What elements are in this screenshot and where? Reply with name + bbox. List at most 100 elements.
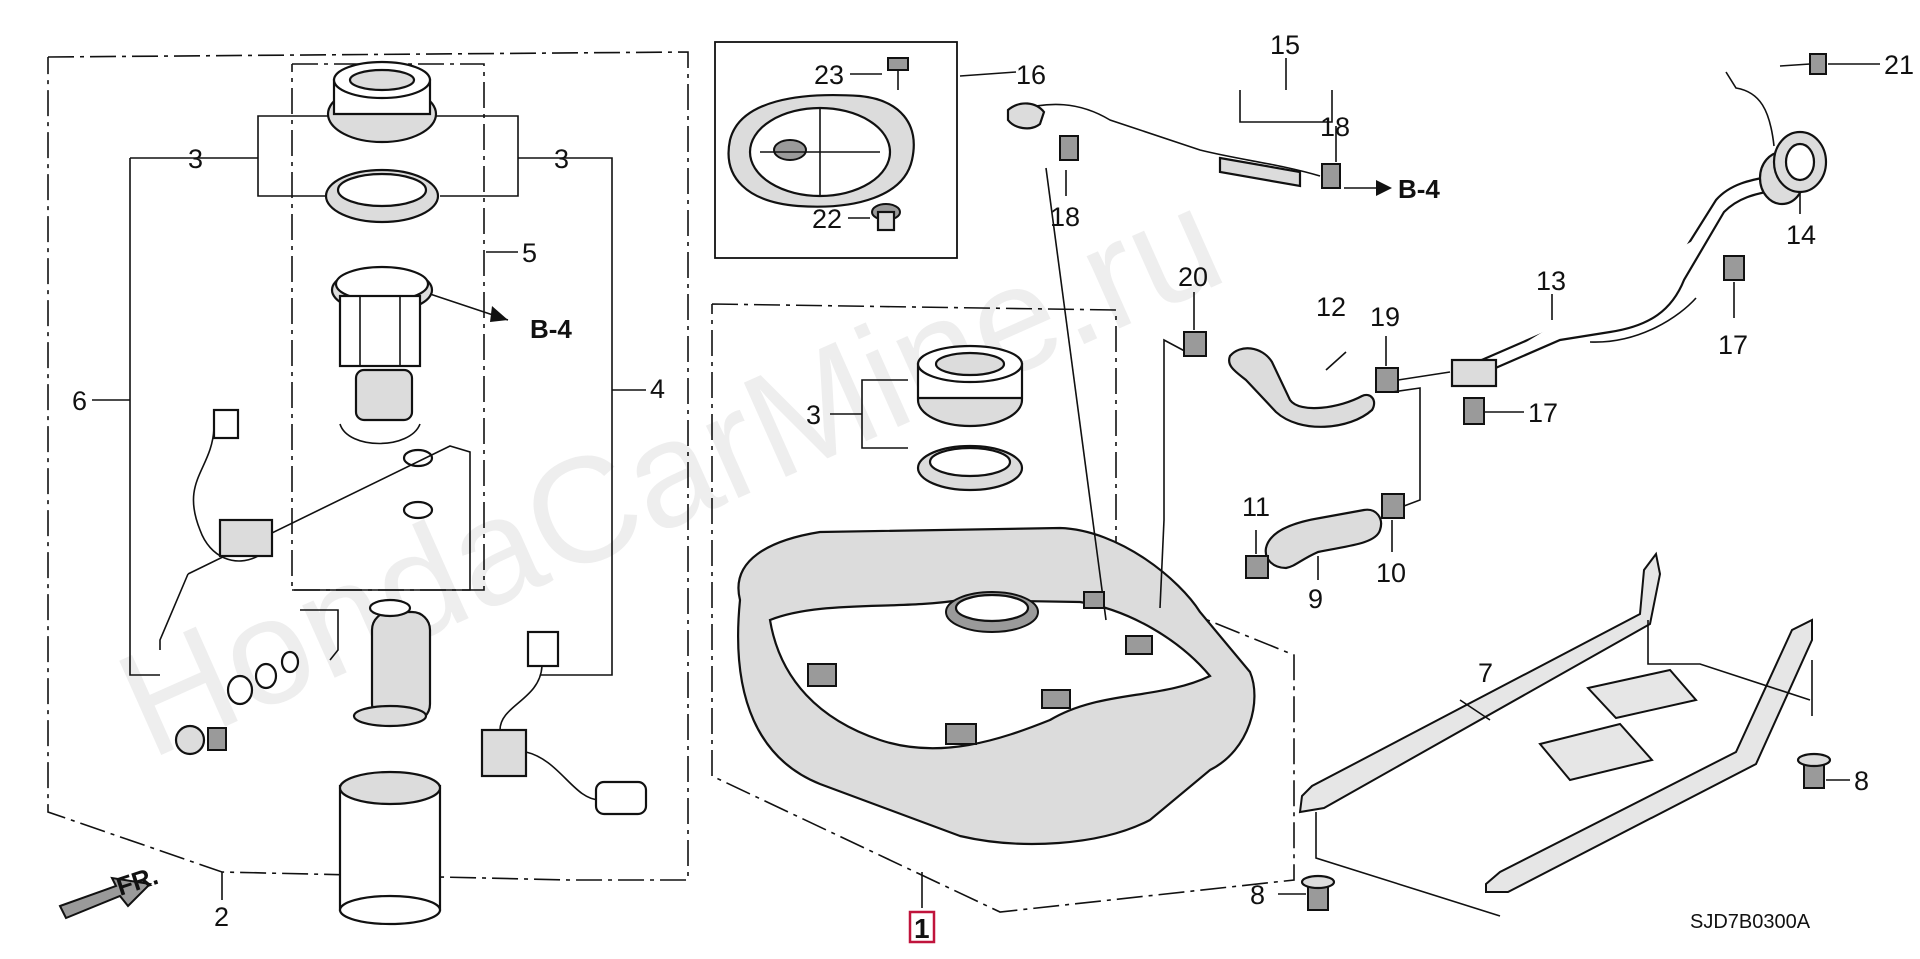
callout-14: 14 xyxy=(1786,220,1816,250)
bracket-15 xyxy=(1239,90,1333,123)
callout-17: 17 xyxy=(1718,330,1748,360)
callout-11: 11 xyxy=(1242,492,1270,522)
clip-17-upper xyxy=(1723,255,1745,281)
fuel-tank-group xyxy=(711,167,1295,913)
leader-lines xyxy=(92,63,1880,908)
pump-strainer-base xyxy=(352,704,428,728)
tank-strap-group xyxy=(1298,551,1832,917)
fuel-pump-group: FR. xyxy=(47,51,689,926)
tank-pump-opening-inner xyxy=(954,593,1030,623)
filler-hose-9 xyxy=(1264,508,1383,570)
tank-vent-b xyxy=(945,723,977,745)
pump-cage xyxy=(338,294,422,368)
main-part-label: 1 xyxy=(914,913,930,944)
callout-3: 3 xyxy=(188,144,203,174)
strap-crossbar-a xyxy=(1538,722,1654,782)
tank-vent-a xyxy=(807,663,837,687)
callout-8: 8 xyxy=(1854,766,1869,796)
filler-pipe-group xyxy=(1450,53,1828,425)
oring-b xyxy=(254,662,278,690)
clamp-20 xyxy=(1183,331,1207,357)
leader-12 xyxy=(1325,351,1347,371)
bracket-3-right xyxy=(430,115,519,197)
tank-strap-rear xyxy=(1485,618,1813,893)
callout-3: 3 xyxy=(806,400,821,430)
front-label: FR. xyxy=(113,860,162,901)
frame-6 xyxy=(129,158,160,676)
callout-3: 3 xyxy=(554,144,569,174)
main-part-label-box xyxy=(908,910,936,944)
leader-19-10 xyxy=(1391,387,1421,507)
clip-22-body xyxy=(876,210,896,232)
callout-8: 8 xyxy=(1250,880,1265,910)
vent-hose xyxy=(1009,103,1321,177)
frame-2 xyxy=(47,51,689,881)
oring-c xyxy=(280,650,300,674)
leader-tank-hose xyxy=(1045,167,1107,621)
arrow-b4-left xyxy=(490,306,508,322)
clamp-19 xyxy=(1375,367,1399,393)
clamp-11 xyxy=(1245,555,1269,579)
vent-hose-end xyxy=(1006,102,1046,130)
filler-hose-group xyxy=(1183,331,1451,579)
tank-lock-ring-inner xyxy=(934,351,1006,377)
leader-7 xyxy=(1459,699,1491,721)
hose-to-pipe xyxy=(1397,371,1451,381)
leader-16 xyxy=(959,71,1017,77)
callout-4: 4 xyxy=(650,374,665,404)
filter-clip xyxy=(300,609,339,661)
tank-vent-d xyxy=(1125,635,1153,655)
diagram-code: SJD7B0300A xyxy=(1690,911,1811,933)
callout-21: 21 xyxy=(1884,50,1914,80)
pump-motor xyxy=(354,368,414,422)
filler-breather xyxy=(1589,297,1697,343)
bolt-8-right-flange xyxy=(1796,752,1832,768)
leader-tank-pipe xyxy=(1159,519,1165,609)
filter-canister-bottom xyxy=(338,894,442,926)
callout-10: 10 xyxy=(1376,558,1406,588)
filter-nut xyxy=(207,727,227,751)
callout-18: 18 xyxy=(1050,202,1080,232)
fuel-tank-top xyxy=(768,598,1212,750)
oring-a xyxy=(226,674,254,706)
washer-a xyxy=(402,448,434,468)
lock-ring-inner xyxy=(348,68,416,92)
filler-pipe-lower xyxy=(1453,188,1777,388)
callout-19: 19 xyxy=(1370,302,1400,332)
arrow-b4-right xyxy=(1376,180,1392,196)
harness-6-wire xyxy=(192,427,259,562)
vent-hose-group xyxy=(1006,58,1392,196)
bolt-21 xyxy=(1809,53,1827,75)
exploded-plane-edge xyxy=(159,573,189,650)
callout-16: 16 xyxy=(1016,60,1046,90)
callout-6: 6 xyxy=(72,386,87,416)
callout-2: 2 xyxy=(214,902,229,932)
frame-1 xyxy=(711,303,1295,913)
sender-connector xyxy=(526,630,560,668)
bolt-21-shank xyxy=(1779,63,1811,67)
bolt-8-left-flange xyxy=(1300,874,1336,890)
filter-plug xyxy=(174,724,206,756)
callout-5: 5 xyxy=(522,238,537,268)
seal-ring-inner xyxy=(336,172,428,208)
washer-b xyxy=(402,500,434,520)
cap-tether xyxy=(1725,71,1775,147)
tank-vent-c xyxy=(1041,689,1071,709)
clamp-10 xyxy=(1381,493,1405,519)
leader-8-strap xyxy=(1315,812,1501,917)
sender-arm xyxy=(525,751,601,801)
callout-22: 22 xyxy=(812,204,842,234)
service-cover-hole xyxy=(773,139,807,161)
frame-4 xyxy=(518,157,613,676)
bracket-3-left xyxy=(257,115,340,197)
callout-18: 18 xyxy=(1320,112,1350,142)
pump-hose xyxy=(339,423,421,445)
callout-13: 13 xyxy=(1536,266,1566,296)
frame-16 xyxy=(714,41,958,259)
front-arrow-icon xyxy=(58,876,153,920)
filter-canister-top xyxy=(338,770,442,806)
reference-b4-left: B-4 xyxy=(530,314,572,344)
filler-hose-12 xyxy=(1228,347,1376,428)
filler-pipe-joint xyxy=(1450,358,1498,388)
